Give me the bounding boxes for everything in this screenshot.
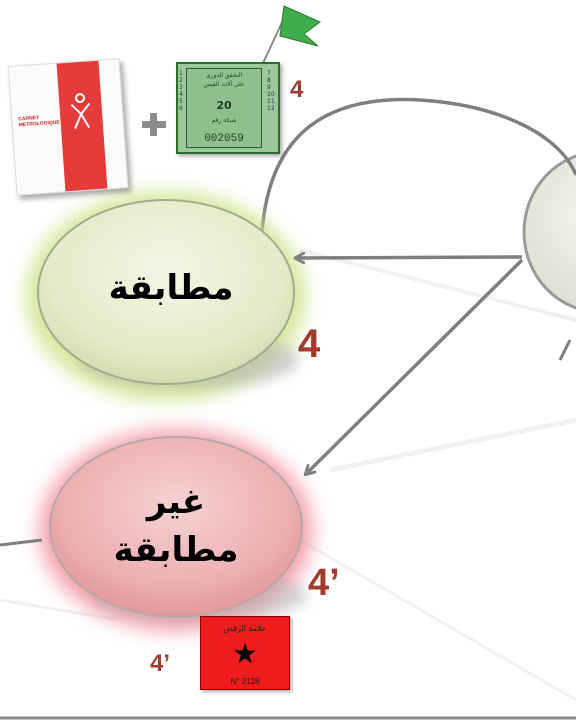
cert-year: 20 (216, 99, 232, 112)
carnet-metrologique: CARNET METROLOGIQUE (7, 58, 129, 196)
source-node-fragment (558, 339, 572, 361)
conform-node (37, 199, 295, 385)
conform-label: مطابقة (108, 268, 234, 308)
arrow-to-conform (296, 257, 523, 258)
bg-streak (299, 538, 576, 702)
loop-connector (260, 97, 576, 233)
nonconform-label: غير مطابقة (96, 478, 256, 574)
arrow-to-nonconform (306, 258, 524, 474)
bg-streak (0, 598, 121, 622)
nonconform-label-line1: غير (146, 482, 206, 522)
person-icon (70, 93, 91, 129)
cert-body: التحقق الدوري على آلات القيس 20 شبكة رقم… (186, 68, 262, 148)
cert-header: التحقق الدوري (205, 72, 243, 79)
nonconform-label-line2: مطابقة (113, 530, 239, 570)
exit-connector (0, 538, 43, 547)
bg-streak (329, 417, 576, 473)
nonconform-step-number: 4’ (308, 562, 340, 604)
cert-subheader: على آلات القيس (203, 81, 245, 88)
plus-icon (142, 113, 166, 136)
reject-mark-number: N° 2128 (230, 677, 260, 686)
conform-step-number: 4 (298, 322, 321, 366)
star-icon: ★ (232, 637, 258, 670)
reject-mark-title: علامة الرفض (223, 624, 267, 633)
reject-step-number: 4’ (150, 650, 171, 677)
source-node (522, 154, 576, 310)
nonconform-node (49, 436, 303, 618)
cert-field: شبكة رقم (211, 117, 237, 124)
certificate-step-number: 4 (290, 76, 304, 103)
carnet-title: CARNET METROLOGIQUE (18, 114, 61, 129)
cert-serial: 002059 (204, 133, 244, 145)
reject-mark: علامة الرفض ★ N° 2128 (200, 616, 290, 690)
